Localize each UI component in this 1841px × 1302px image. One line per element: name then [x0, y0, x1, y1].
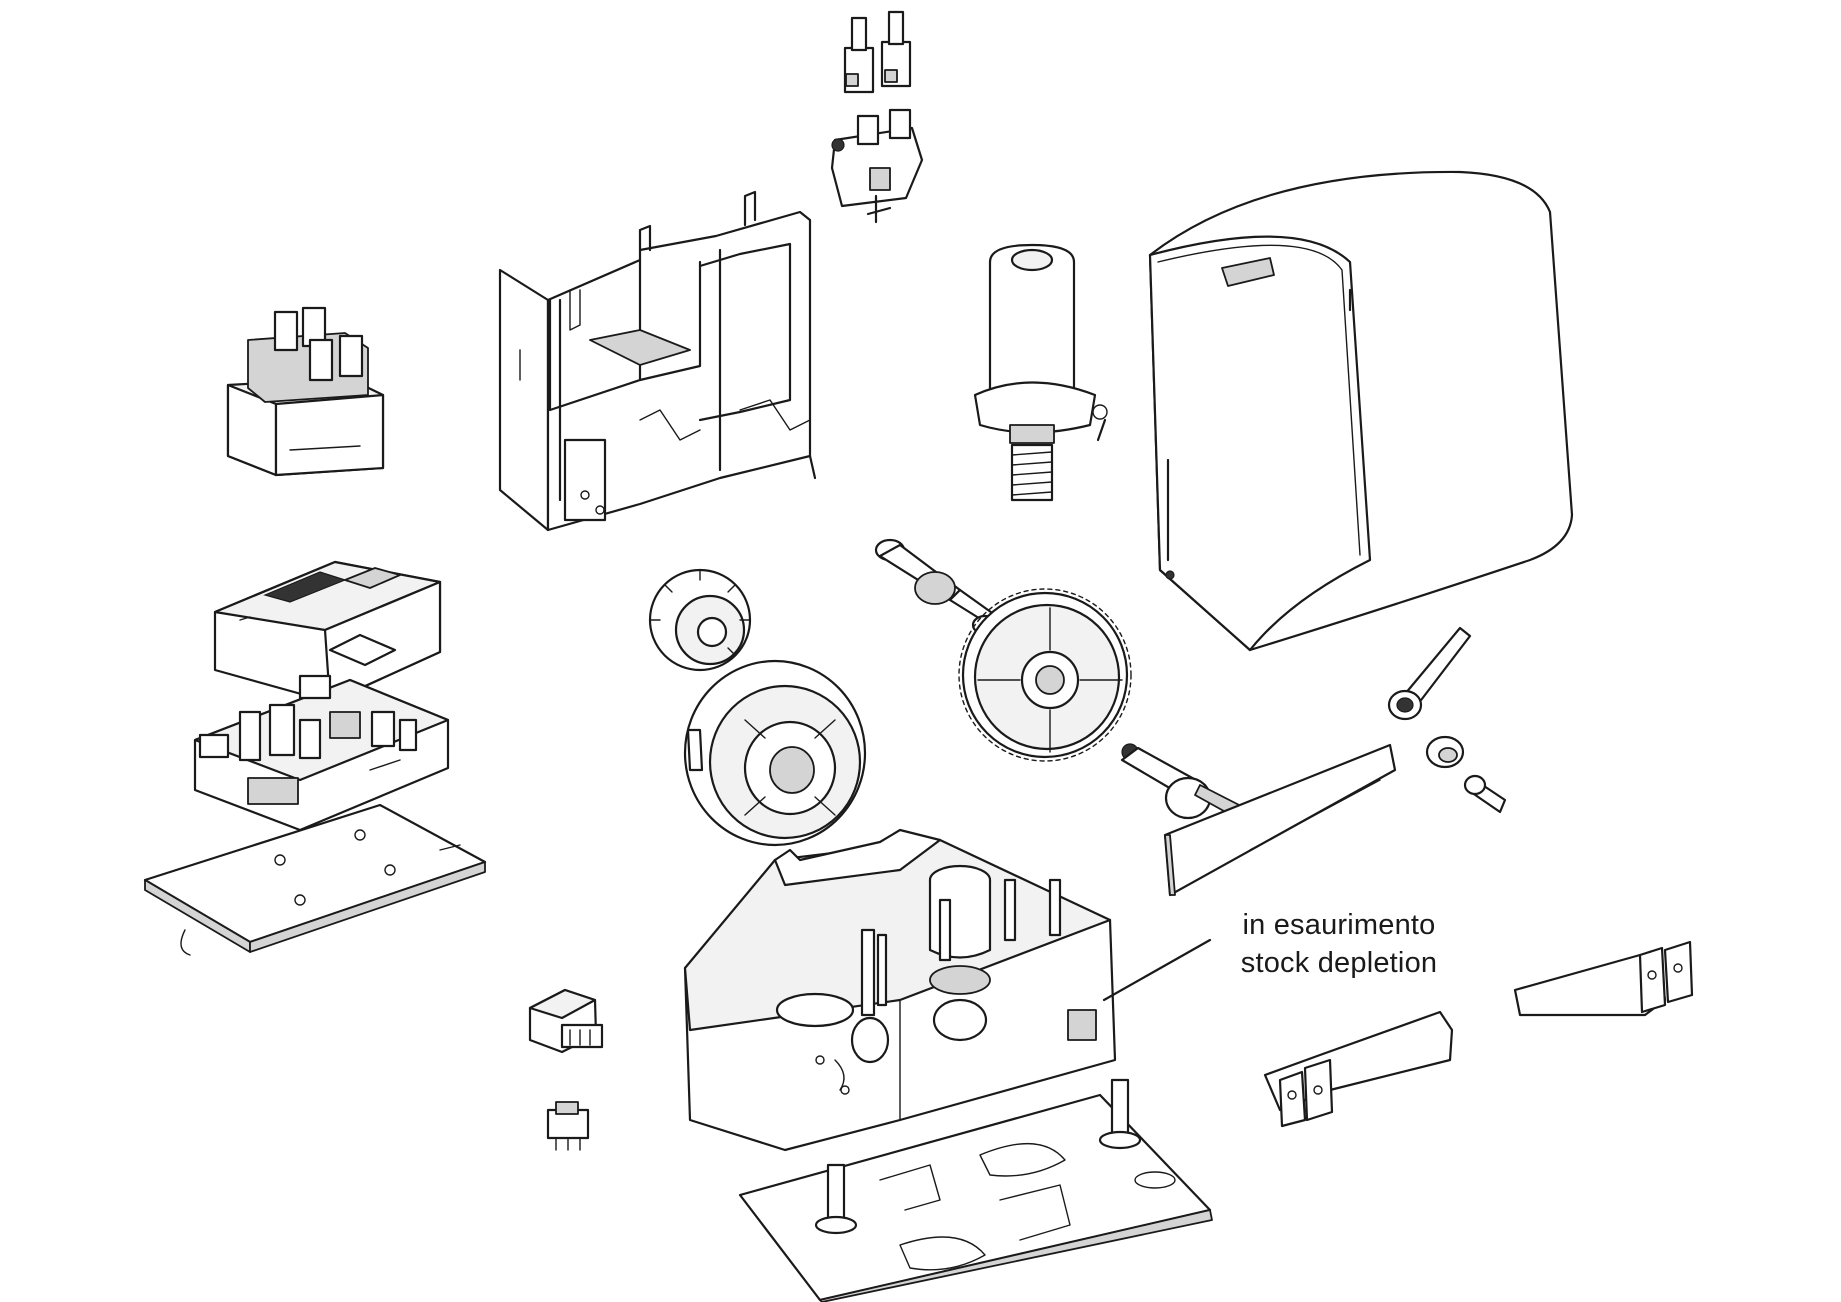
pinion-gear [648, 568, 752, 672]
limit-bracket-right [1513, 940, 1694, 1017]
connector-small [546, 1101, 590, 1151]
spur-gear [958, 588, 1132, 762]
release-knob [1120, 743, 1246, 821]
connector-module [528, 988, 604, 1054]
motor [973, 243, 1108, 502]
control-board [193, 674, 450, 832]
gear-flange [683, 659, 867, 847]
limit-switch-pair [843, 10, 912, 94]
transformer [226, 306, 385, 477]
control-board-cover [213, 560, 442, 704]
release-lever [1163, 743, 1397, 897]
limit-switch-holder [830, 108, 924, 224]
lock-cylinder [1387, 626, 1507, 814]
callout-label-english: stock depletion [1240, 947, 1438, 979]
limit-bracket-left [1263, 1010, 1454, 1128]
cover [1148, 170, 1574, 652]
anchor-plate [738, 1078, 1213, 1302]
gearbox-base [683, 828, 1117, 1152]
callout-leader-line [1102, 938, 1212, 1002]
callout-label-italian: in esaurimento [1242, 909, 1436, 941]
board-mounting-plate [143, 803, 487, 956]
chassis-frame [498, 190, 817, 532]
